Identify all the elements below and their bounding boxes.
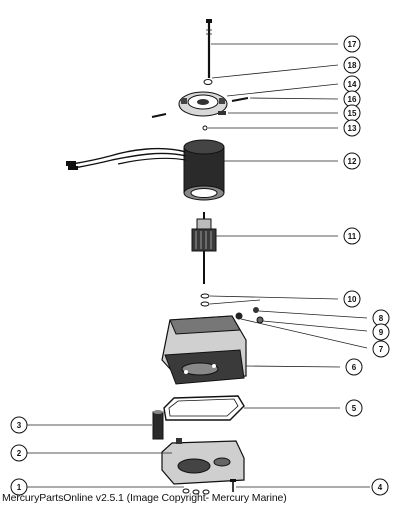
leader-9	[262, 320, 368, 332]
callout-label: 10	[348, 295, 357, 304]
callout-12: 12	[343, 152, 361, 170]
leader-10	[209, 295, 339, 300]
part-2-base	[161, 438, 245, 485]
part-14-end-cap	[178, 91, 228, 117]
callout-17: 17	[343, 35, 361, 53]
leader-10b	[209, 299, 261, 305]
callout-label: 18	[348, 61, 357, 70]
part-18-washer	[203, 79, 213, 85]
callout-label: 9	[379, 328, 384, 337]
callout-label: 15	[348, 109, 357, 118]
leader-8	[258, 310, 368, 319]
leader-14	[226, 83, 339, 97]
part-4-screw	[230, 479, 236, 492]
image-caption: MercuryPartsOnline v2.5.1 (Image Copyrig…	[2, 492, 287, 504]
callout-label: 17	[348, 40, 357, 49]
part-16-screws	[151, 97, 249, 118]
callout-label: 3	[17, 421, 22, 430]
callout-label: 11	[348, 232, 357, 241]
callout-4: 4	[371, 478, 389, 496]
callout-14: 14	[343, 75, 361, 93]
callout-18: 18	[343, 56, 361, 74]
part-8-fitting	[253, 307, 259, 313]
callout-2: 2	[10, 444, 28, 462]
callout-label: 2	[17, 449, 22, 458]
part-9-fitting	[256, 316, 264, 324]
leader-18	[211, 64, 339, 79]
callout-label: 5	[352, 404, 357, 413]
callout-13: 13	[343, 119, 361, 137]
part-1-washers	[182, 488, 210, 495]
part-17-through-bolt	[206, 19, 212, 78]
callout-label: 13	[348, 124, 357, 133]
callout-label: 1	[17, 483, 22, 492]
part-5-gasket	[163, 395, 245, 421]
callout-7: 7	[372, 340, 390, 358]
callout-6: 6	[345, 358, 363, 376]
part-10-washers	[200, 293, 210, 307]
callout-label: 4	[378, 483, 383, 492]
callout-15: 15	[343, 104, 361, 122]
part-3-spacer	[152, 410, 164, 440]
callout-label: 7	[379, 345, 384, 354]
callout-10: 10	[343, 290, 361, 308]
leader-6	[245, 365, 341, 368]
callout-label: 16	[348, 95, 357, 104]
part-15-brushes	[218, 111, 226, 115]
callout-label: 8	[379, 314, 384, 323]
callout-label: 14	[348, 80, 357, 89]
callout-9: 9	[372, 323, 390, 341]
leader-16	[249, 97, 339, 100]
part-6-gear-housing	[161, 315, 247, 385]
leader-7	[240, 318, 368, 349]
callout-3: 3	[10, 416, 28, 434]
part-13-washer	[202, 125, 208, 131]
part-7-nut	[235, 312, 243, 320]
part-11-armature	[191, 212, 217, 284]
callout-label: 6	[352, 363, 357, 372]
callout-label: 12	[348, 157, 357, 166]
callout-5: 5	[345, 399, 363, 417]
callout-11: 11	[343, 227, 361, 245]
callout-1: 1	[10, 478, 28, 496]
part-12-field-frame	[66, 139, 225, 201]
